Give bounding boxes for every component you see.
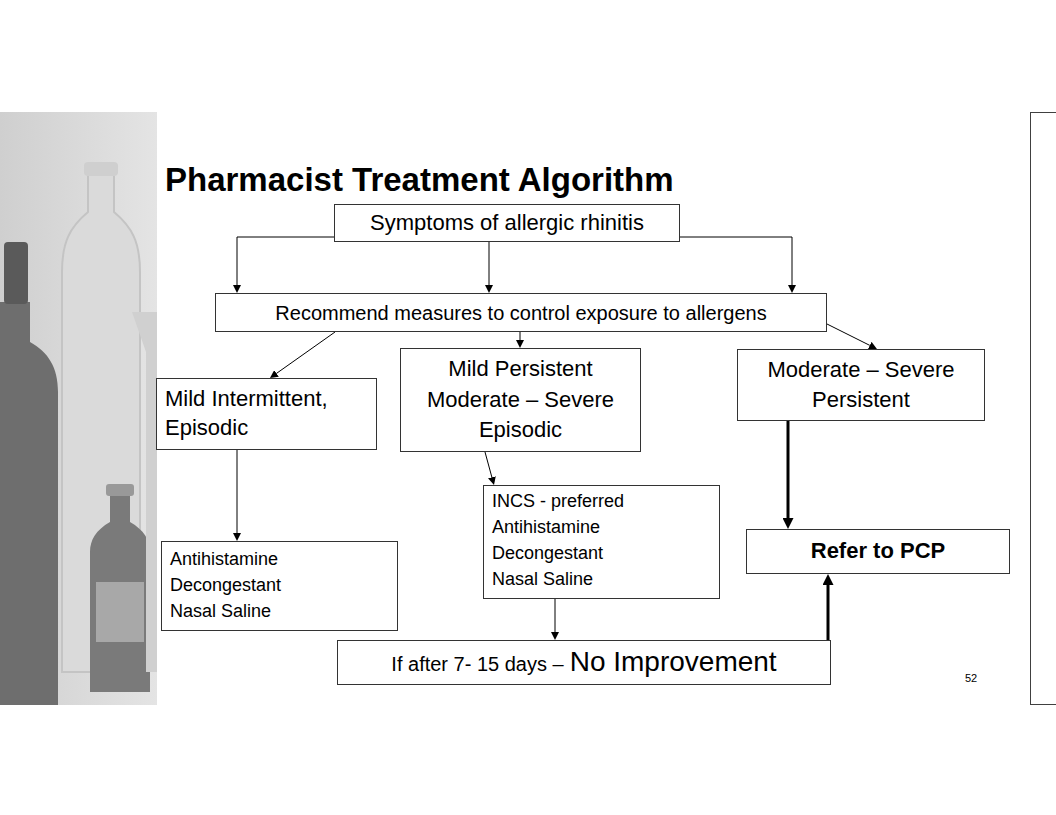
connector-arrow	[520, 332, 521, 340]
node-text: Decongestant	[492, 541, 603, 567]
node-text: Antihistamine	[170, 547, 278, 573]
connector-arrow	[827, 324, 870, 345]
connector-arrow	[827, 585, 830, 640]
treatment-box: INCS - preferredAntihistamineDecongestan…	[483, 485, 720, 599]
category-box: Moderate – Severe Persistent	[737, 349, 985, 421]
node-text: INCS - preferred	[492, 489, 624, 515]
connector-arrow	[237, 237, 334, 285]
node-text: Symptoms of allergic rhinitis	[370, 210, 644, 236]
slide-title: Pharmacist Treatment Algorithm	[165, 160, 674, 200]
side-frame	[1029, 111, 1056, 707]
connector-arrow	[237, 450, 238, 533]
condition-box: If after 7- 15 days – No Improvement	[337, 640, 831, 685]
node-text: Recommend measures to control exposure t…	[275, 301, 766, 325]
bottles-illustration	[0, 112, 157, 705]
node-text: Decongestant	[170, 573, 281, 599]
node-text: Moderate – Severe Persistent	[746, 355, 976, 416]
node-text: Mild Intermittent, Episodic	[165, 385, 368, 442]
page-number: 52	[965, 672, 977, 684]
connector-arrow	[489, 242, 490, 285]
node-text: If after 7- 15 days –	[391, 652, 563, 676]
category-box: Mild Persistent Moderate – Severe Episod…	[400, 348, 641, 452]
connector-arrow	[277, 332, 336, 373]
node-text: Refer to PCP	[811, 538, 945, 564]
node-text: Antihistamine	[492, 515, 600, 541]
connector-arrow	[787, 421, 790, 518]
referral-box: Refer to PCP	[746, 529, 1010, 574]
node-text: Nasal Saline	[492, 567, 593, 593]
connector-arrow	[680, 237, 792, 285]
node-text: No Improvement	[570, 645, 777, 679]
process-box: Recommend measures to control exposure t…	[215, 293, 827, 332]
node-text: Nasal Saline	[170, 599, 271, 625]
node-text: Mild Persistent Moderate – Severe Episod…	[413, 354, 628, 445]
connector-arrow	[555, 599, 556, 632]
category-box: Mild Intermittent, Episodic	[156, 378, 377, 450]
start-box: Symptoms of allergic rhinitis	[334, 204, 680, 242]
connector-arrow	[485, 452, 492, 477]
treatment-box: AntihistamineDecongestantNasal Saline	[161, 541, 398, 631]
